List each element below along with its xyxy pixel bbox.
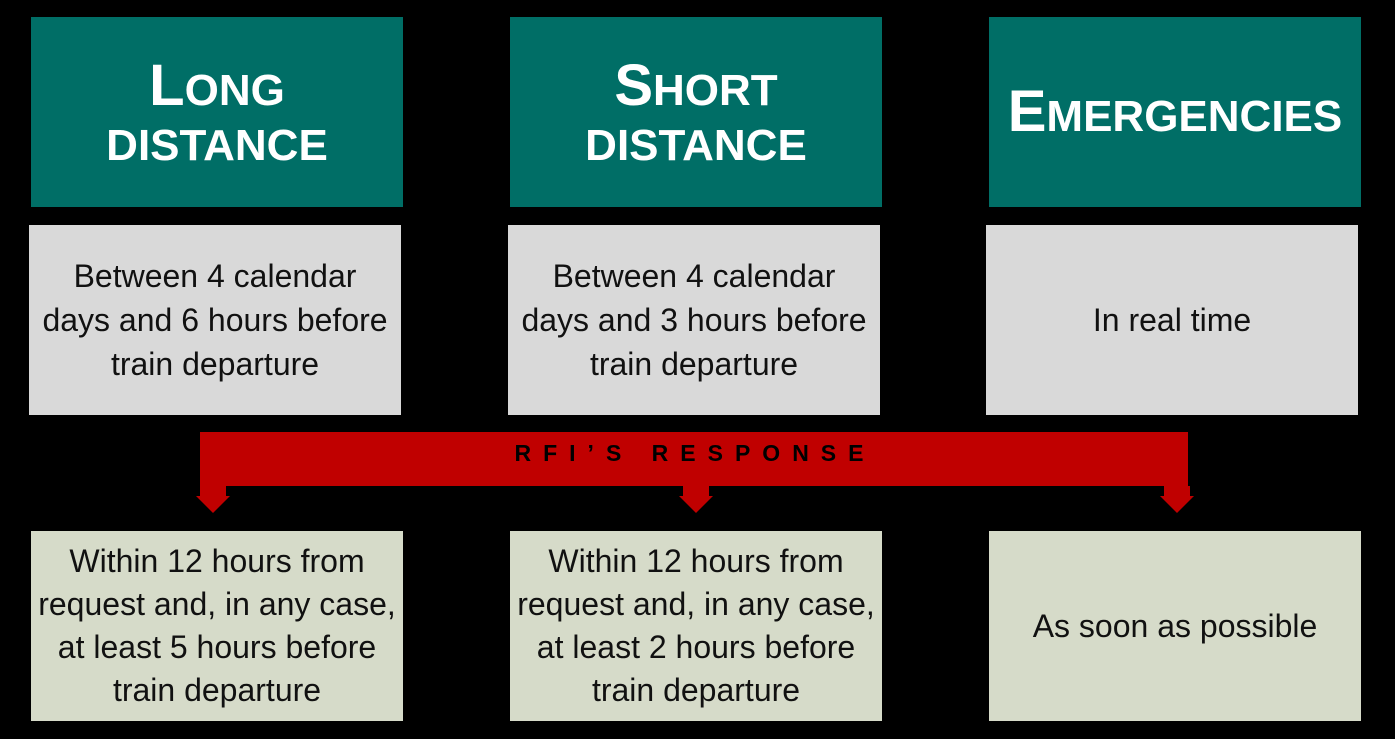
- header-long-first-letter: L: [149, 52, 185, 118]
- header-short-distance: SHORT DISTANCE: [510, 17, 882, 207]
- header-long-distance: LONG DISTANCE: [31, 17, 403, 207]
- timing-long-text: Between 4 calendar days and 6 hours befo…: [42, 258, 388, 382]
- header-short-first-letter: S: [614, 52, 653, 118]
- timing-short-distance: Between 4 calendar days and 3 hours befo…: [508, 225, 880, 415]
- response-short-distance: Within 12 hours from request and, in any…: [510, 531, 882, 721]
- header-emergencies-rest: MERGENCIES: [1046, 92, 1343, 142]
- response-long-text: Within 12 hours from request and, in any…: [38, 543, 396, 708]
- connector-bar: [200, 432, 1188, 486]
- response-emergencies-text: As soon as possible: [1032, 607, 1318, 644]
- header-short-line2: DISTANCE: [585, 121, 807, 171]
- connector-arrow-emergencies: [1160, 486, 1194, 513]
- header-long-line2: DISTANCE: [106, 121, 328, 171]
- timing-emergencies: In real time: [986, 225, 1358, 415]
- header-emergencies-first-letter: E: [1007, 79, 1047, 145]
- connector-arrow-short: [679, 486, 713, 513]
- timing-long-distance: Between 4 calendar days and 6 hours befo…: [29, 225, 401, 415]
- header-emergencies: EMERGENCIES: [989, 17, 1361, 207]
- header-long-rest: ONG: [184, 65, 285, 115]
- timing-short-text: Between 4 calendar days and 3 hours befo…: [521, 258, 867, 382]
- header-short-rest: HORT: [653, 65, 778, 115]
- connector-arrow-long: [196, 486, 230, 513]
- response-long-distance: Within 12 hours from request and, in any…: [31, 531, 403, 721]
- response-emergencies: As soon as possible: [989, 531, 1361, 721]
- response-short-text: Within 12 hours from request and, in any…: [517, 543, 875, 708]
- connector-label: RFI’S RESPONSE: [514, 440, 876, 466]
- timing-emergencies-text: In real time: [1092, 302, 1252, 338]
